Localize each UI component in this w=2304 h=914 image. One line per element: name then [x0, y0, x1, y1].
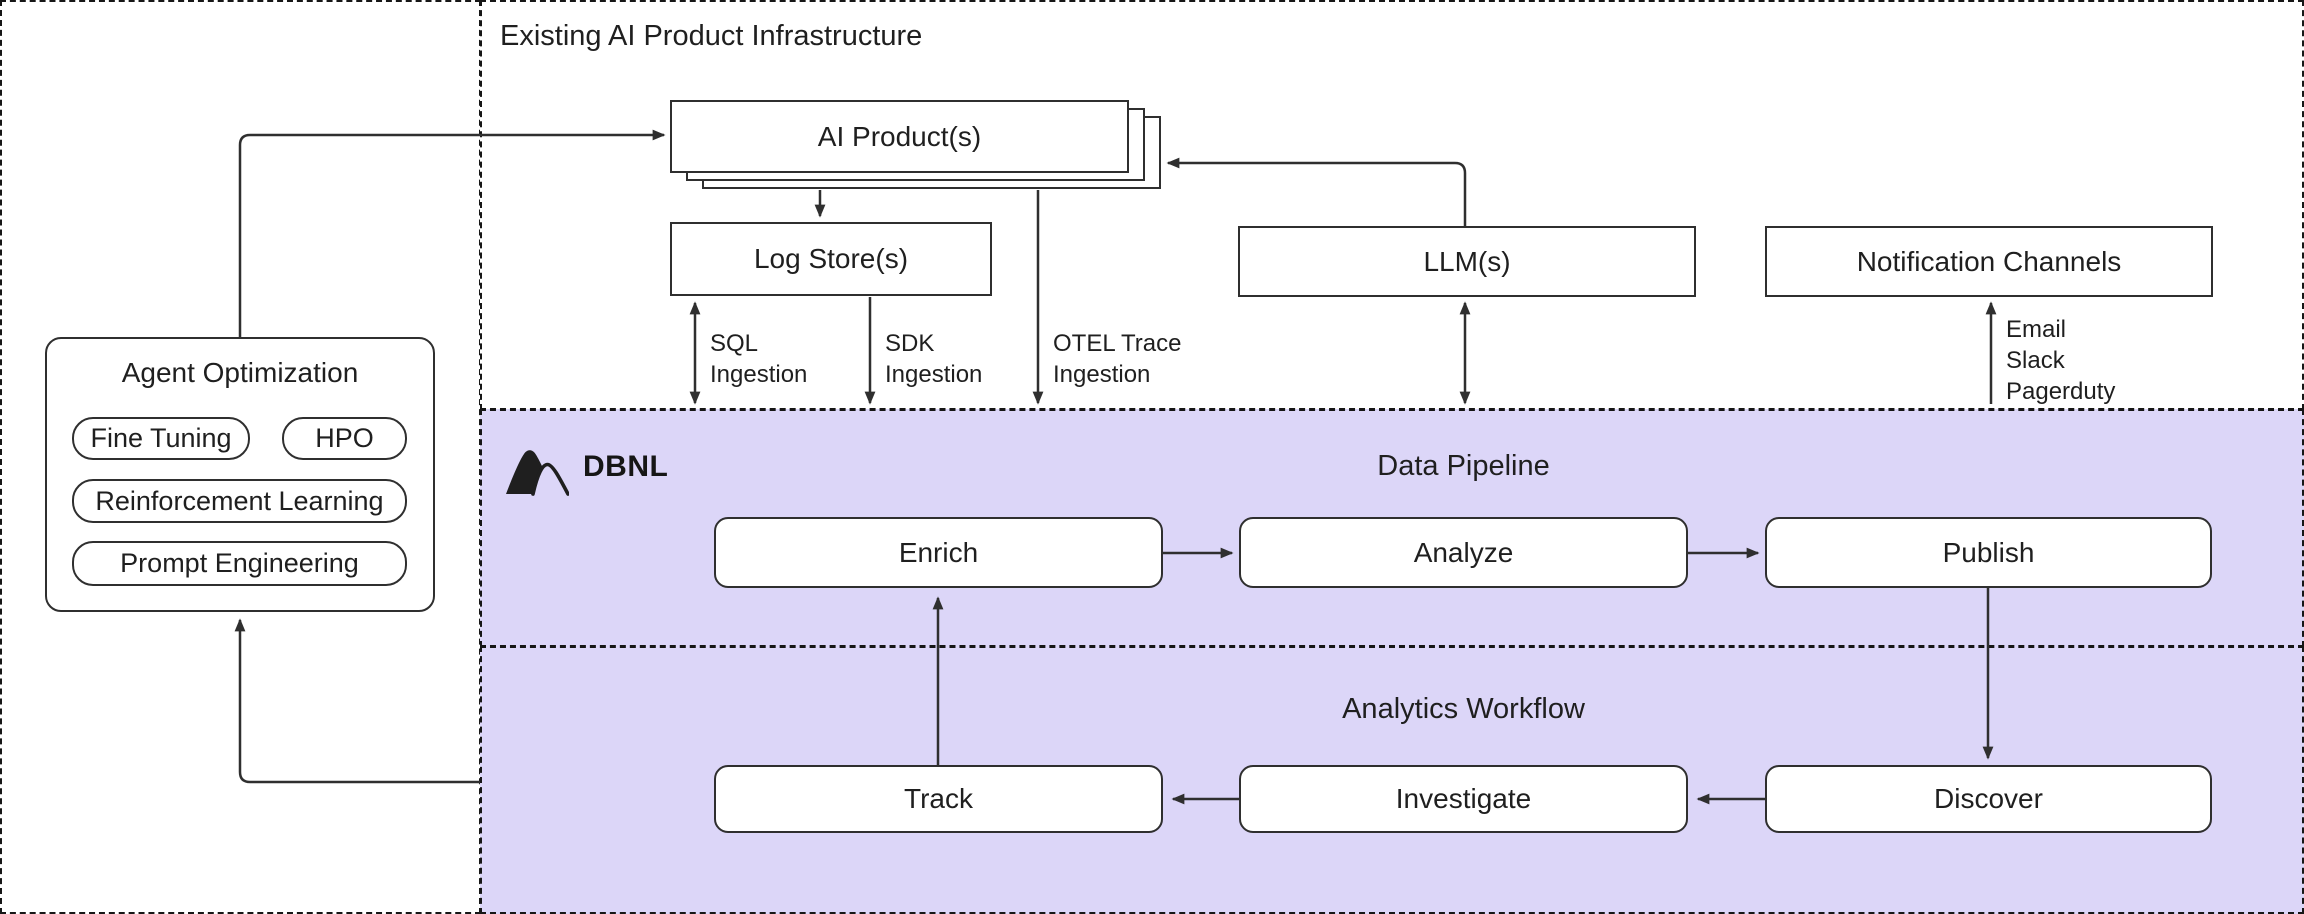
analytics-workflow-title: Analytics Workflow — [1342, 693, 1585, 725]
dbnl-mountain-logo — [506, 450, 569, 496]
label-otel-trace-ingestion: OTEL Trace Ingestion — [1053, 330, 1182, 388]
dbnl-brand-label: DBNL — [583, 450, 669, 483]
node-llms: LLM(s) — [1238, 226, 1696, 297]
dbnl-brand: DBNL — [505, 438, 668, 496]
node-analyze: Analyze — [1239, 517, 1688, 588]
label-sdk-ingestion: SDK Ingestion — [885, 330, 983, 388]
label-notification-methods: Email Slack Pagerduty — [2006, 316, 2116, 405]
label-sql-ingestion: SQL Ingestion — [710, 330, 808, 388]
node-enrich: Enrich — [714, 517, 1163, 588]
agent-optimization-box: Agent Optimization Fine Tuning HPO Reinf… — [45, 337, 435, 612]
node-publish: Publish — [1765, 517, 2212, 588]
node-track: Track — [714, 765, 1163, 833]
node-ai-products: AI Product(s) — [670, 100, 1129, 173]
node-discover: Discover — [1765, 765, 2212, 833]
pill-reinforcement-learning: Reinforcement Learning — [72, 479, 407, 523]
pill-prompt-engineering: Prompt Engineering — [72, 541, 407, 586]
node-notification-channels: Notification Channels — [1765, 226, 2213, 297]
data-pipeline-title: Data Pipeline — [1377, 450, 1550, 482]
node-investigate: Investigate — [1239, 765, 1688, 833]
infrastructure-title: Existing AI Product Infrastructure — [500, 20, 923, 52]
agent-optimization-title: Agent Optimization — [121, 357, 359, 388]
node-log-stores: Log Store(s) — [670, 222, 992, 296]
pill-hpo: HPO — [282, 417, 407, 460]
pill-fine-tuning: Fine Tuning — [72, 417, 250, 460]
